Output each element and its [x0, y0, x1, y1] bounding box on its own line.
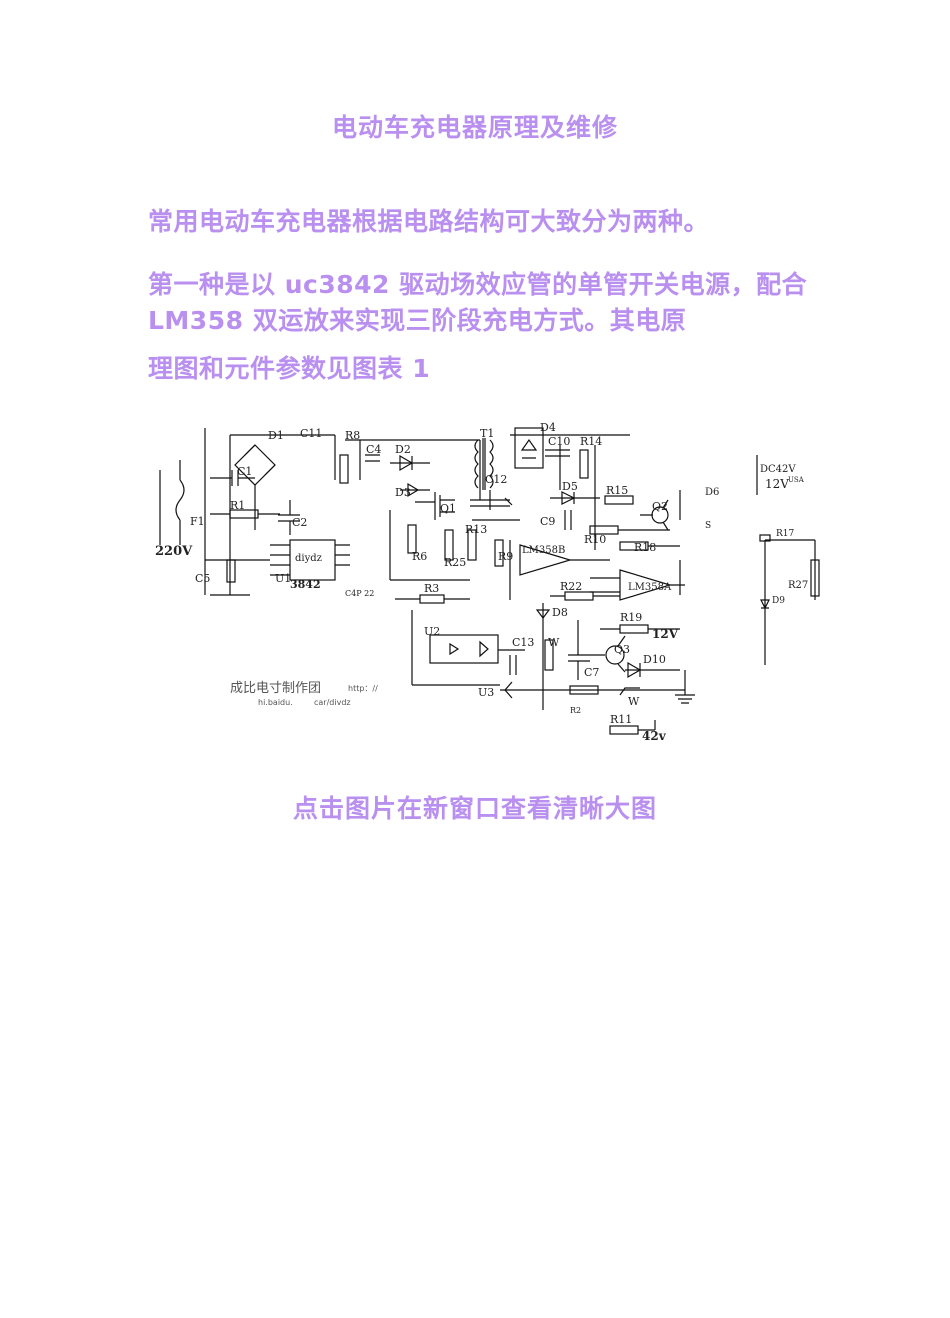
paragraph-type-one: 第一种是以 uc3842 驱动场效应管的单管开关电源，配合 LM358 双运放来…	[148, 270, 808, 335]
svg-text:R10: R10	[584, 533, 606, 546]
svg-text:DC42V: DC42V	[760, 464, 796, 475]
svg-text:W: W	[628, 695, 640, 708]
svg-text:LM358B: LM358B	[522, 545, 565, 556]
svg-text:S: S	[705, 521, 711, 531]
paragraph-figure-ref: 理图和元件参数见图表 1	[148, 354, 431, 383]
svg-text:R19: R19	[620, 611, 642, 624]
svg-text:12V: 12V	[765, 477, 789, 491]
svg-text:D3: D3	[395, 486, 411, 499]
svg-text:D4: D4	[540, 421, 556, 434]
svg-text:R17: R17	[776, 529, 795, 539]
svg-text:C11: C11	[300, 427, 322, 440]
svg-text:R11: R11	[610, 713, 632, 726]
svg-text:Q3: Q3	[614, 643, 630, 656]
svg-text:R3: R3	[424, 582, 439, 595]
svg-text:C4: C4	[366, 443, 381, 456]
svg-text:LM358A: LM358A	[628, 582, 672, 593]
svg-text:C5: C5	[195, 572, 210, 585]
svg-text:Q1: Q1	[440, 502, 456, 515]
svg-text:C13: C13	[512, 636, 534, 649]
svg-text:R13: R13	[465, 523, 487, 536]
svg-text:42v: 42v	[642, 729, 667, 743]
svg-text:R15: R15	[606, 484, 628, 497]
svg-text:U3: U3	[478, 686, 494, 699]
svg-text:F1: F1	[190, 515, 205, 528]
svg-text:C12: C12	[485, 473, 507, 486]
svg-text:D1: D1	[268, 429, 284, 442]
view-larger-image-link[interactable]: 点击图片在新窗口查看清晰大图	[292, 794, 657, 823]
svg-text:T1: T1	[480, 427, 494, 440]
svg-text:D6: D6	[705, 487, 719, 498]
svg-text:R22: R22	[560, 580, 582, 593]
watermark-line-2: hi.baidu.	[258, 698, 293, 707]
svg-text:C9: C9	[540, 515, 555, 528]
svg-text:U1: U1	[275, 572, 291, 585]
svg-text:Q2: Q2	[652, 500, 668, 513]
svg-text:W: W	[548, 636, 560, 649]
watermark-url-1: http：//	[348, 684, 378, 693]
svg-text:D8: D8	[552, 606, 568, 619]
watermark-url-2: car/divdz	[314, 698, 351, 707]
watermark-text: 成比电寸制作团	[230, 681, 321, 696]
svg-text:R18: R18	[634, 541, 656, 554]
svg-text:diydz: diydz	[295, 553, 322, 564]
page-title: 电动车充电器原理及维修	[331, 113, 618, 142]
svg-text:R27: R27	[788, 580, 808, 591]
svg-text:D2: D2	[395, 443, 411, 456]
svg-text:C10: C10	[548, 435, 570, 448]
svg-text:R9: R9	[498, 550, 513, 563]
svg-text:C1: C1	[237, 465, 252, 478]
svg-text:U2: U2	[424, 625, 440, 638]
paragraph-intro: 常用电动车充电器根据电路结构可大致分为两种。	[148, 207, 710, 236]
svg-text:C7: C7	[584, 666, 599, 679]
svg-text:R6: R6	[412, 550, 427, 563]
circuit-schematic-image[interactable]: D1 C11 R8 C4 D2 D3 T1 D4 C10 R14 DC42V D…	[150, 420, 820, 750]
svg-text:R14: R14	[580, 435, 602, 448]
svg-text:220V: 220V	[155, 544, 193, 559]
svg-text:C2: C2	[292, 516, 307, 529]
svg-text:R25: R25	[444, 556, 466, 569]
svg-text:3842: 3842	[290, 578, 321, 591]
svg-text:C4P 22: C4P 22	[345, 589, 374, 598]
svg-text:D10: D10	[643, 653, 666, 666]
svg-text:R2: R2	[570, 706, 581, 715]
svg-text:D5: D5	[562, 480, 578, 493]
svg-text:USA: USA	[788, 476, 805, 484]
svg-text:D9: D9	[772, 596, 785, 606]
svg-text:R8: R8	[345, 429, 360, 442]
svg-text:R1: R1	[230, 499, 245, 512]
svg-text:12V: 12V	[652, 627, 679, 641]
